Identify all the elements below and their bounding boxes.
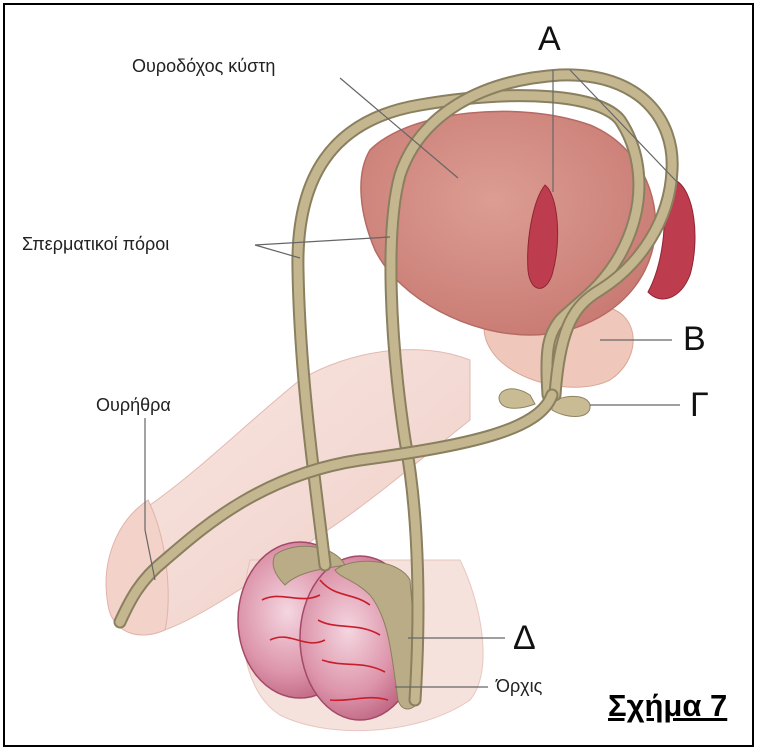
label-letter-b: Β <box>683 320 706 359</box>
urinary-bladder <box>361 111 656 335</box>
label-urinary-bladder: Ουροδόχος κύστη <box>132 56 275 77</box>
label-urethra: Ουρήθρα <box>96 395 171 416</box>
label-vas-deferens: Σπερματικοί πόροι <box>22 234 169 255</box>
figure-caption: Σχήμα 7 <box>608 688 727 724</box>
bulbourethral-gland-left <box>499 389 535 408</box>
label-testis: Όρχις <box>496 676 542 697</box>
label-letter-g: Γ <box>690 386 709 425</box>
label-letter-d: Δ <box>513 619 536 658</box>
label-letter-a: Α <box>538 20 561 59</box>
